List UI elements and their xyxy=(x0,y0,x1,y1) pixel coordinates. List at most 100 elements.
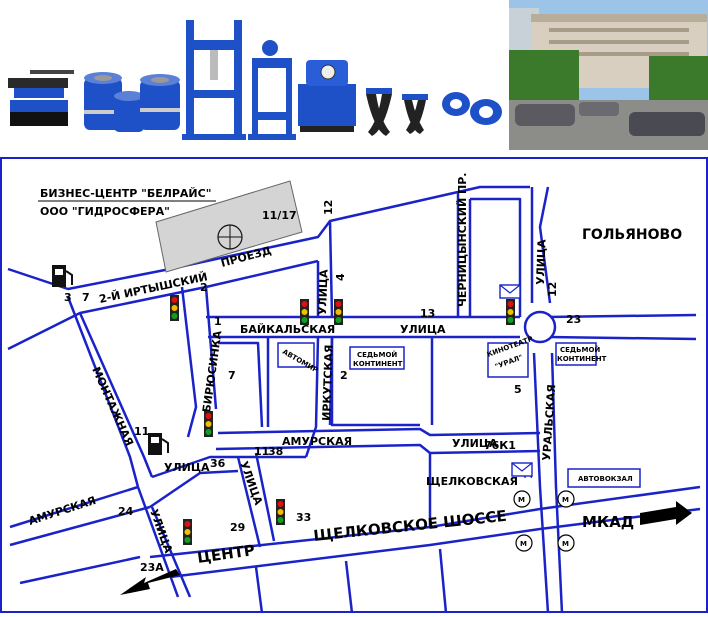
house-7-mid: 7 xyxy=(228,369,236,382)
svg-text:АВТОВОКЗАЛ: АВТОВОКЗАЛ xyxy=(578,475,633,483)
traffic-light-icon xyxy=(276,499,285,525)
road-amur-sw-s xyxy=(9,505,151,547)
house-12-top: 12 xyxy=(322,200,335,215)
road-biryusinka-e xyxy=(204,286,218,410)
hand-pump-icon xyxy=(8,70,74,126)
road-ulitsa-left-w xyxy=(136,486,180,598)
sedmoy-kontinent-box-1: СЕДЬМОЙ КОНТИНЕНТ xyxy=(349,346,405,370)
road-montazh-e xyxy=(78,312,154,478)
street-ulitsa-baikal: УЛИЦА xyxy=(400,323,446,336)
center-arrow-icon xyxy=(120,569,180,595)
road-ulitsa-vert-w xyxy=(236,456,262,548)
street-ulitsa-irkutsk: УЛИЦА xyxy=(316,269,331,315)
metro-icon: М xyxy=(515,534,533,552)
hydraulic-press-icon xyxy=(182,20,246,140)
road-uralskaya-w-lower xyxy=(532,352,550,614)
house-11-b: 11 xyxy=(254,445,269,458)
road-biryusinka-w xyxy=(180,286,198,438)
hydraulic-cylinder-icon xyxy=(84,72,180,132)
house-13: 13 xyxy=(420,307,435,320)
kinoteatr-ural-box: КИНОТЕАТР "УРАЛ" xyxy=(486,335,534,378)
svg-text:СЕДЬМОЙ: СЕДЬМОЙ xyxy=(357,350,397,359)
office-title: БИЗНЕС-ЦЕНТР "БЕЛРАЙС" xyxy=(40,187,211,200)
location-map: БИЗНЕС-ЦЕНТР "БЕЛРАЙС" ООО "ГИДРОСФЕРА" … xyxy=(0,157,708,614)
traffic-light-icon xyxy=(300,299,309,325)
house-2-left: 2 xyxy=(200,281,208,294)
house-3: 3 xyxy=(64,291,72,304)
map-frame xyxy=(0,157,708,613)
road-baikalskaya-east xyxy=(547,313,697,319)
road-baikalskaya-east2 xyxy=(547,335,697,341)
roundabout xyxy=(523,310,557,344)
avtomir-box: АВТОМИР xyxy=(277,342,319,374)
road-chernitsyn-box xyxy=(470,197,522,317)
svg-text:М: М xyxy=(562,496,569,504)
avtovokzal-box: АВТОВОКЗАЛ xyxy=(567,468,641,488)
house-4: 4 xyxy=(334,273,347,281)
house-29: 29 xyxy=(230,521,245,534)
direction-mkad: МКАД xyxy=(582,513,634,531)
mkad-arrow-icon xyxy=(640,501,692,525)
metro-icon: М xyxy=(557,534,575,552)
house-1-left: 1 xyxy=(214,315,222,328)
traffic-light-icon xyxy=(334,299,343,325)
house-23: 23 xyxy=(566,313,581,326)
road-uralskaya-e xyxy=(538,186,552,304)
traffic-light-icon xyxy=(170,295,179,321)
house-36: 36 xyxy=(210,457,226,470)
street-shchelkovskaya: ЩЕЛКОВСКАЯ xyxy=(426,475,518,488)
district-name: ГОЛЬЯНОВО xyxy=(582,227,682,243)
pump-station-icon xyxy=(298,60,356,132)
svg-text:М: М xyxy=(518,496,525,504)
mail-icon xyxy=(511,462,533,477)
road-ulitsa-mid xyxy=(151,455,306,479)
svg-text:М: М xyxy=(562,540,569,548)
street-irkutskaya: ИРКУТСКАЯ xyxy=(320,344,336,421)
street-baikalskaya: БАЙКАЛЬСКАЯ xyxy=(240,323,335,336)
house-11: 11 xyxy=(134,425,149,438)
road-block-left xyxy=(218,341,264,428)
street-ulitsa-amur: УЛИЦА xyxy=(452,437,498,450)
street-map: БИЗНЕС-ЦЕНТР "БЕЛРАЙС" ООО "ГИДРОСФЕРА" … xyxy=(0,157,708,614)
metro-icon: М xyxy=(513,490,531,508)
metro-icon: М xyxy=(557,490,575,508)
road-amurskaya-inner xyxy=(330,337,420,427)
house-33: 33 xyxy=(296,511,311,524)
office-building xyxy=(155,180,303,273)
house-12-right: 12 xyxy=(546,282,559,297)
house-24: 24 xyxy=(118,505,134,518)
office-house-number: 11/17 xyxy=(262,209,297,222)
road-irtyshsky-lower xyxy=(7,259,319,351)
street-ulitsa-right: УЛИЦА xyxy=(534,239,549,285)
road-amurskaya-south xyxy=(215,443,541,455)
house-2-mid: 2 xyxy=(340,369,348,382)
gas-station-icon xyxy=(52,265,73,287)
building-photo xyxy=(509,0,708,150)
road-ulitsa-mid2 xyxy=(149,469,239,509)
puller-icon xyxy=(366,88,428,136)
road-shosse-n xyxy=(149,485,701,559)
office-company: ООО "ГИДРОСФЕРА" xyxy=(40,205,170,218)
house-23a: 23А xyxy=(140,561,164,574)
road-amur-sw-n xyxy=(9,485,139,529)
house-38: 38 xyxy=(268,445,283,458)
street-ulitsa-montazh: УЛИЦА xyxy=(164,461,210,474)
ring-jack-icon xyxy=(442,92,502,125)
house-76k1: 76К1 xyxy=(484,439,516,452)
house-7-left: 7 xyxy=(82,291,90,304)
street-amurskaya-mid: АМУРСКАЯ xyxy=(282,435,352,448)
road-irtyshsky xyxy=(7,185,530,291)
road-lower-1 xyxy=(254,566,264,614)
gas-station-icon xyxy=(148,433,169,455)
road-uralskaya-e-lower xyxy=(550,352,564,614)
traffic-light-icon xyxy=(183,519,192,545)
road-amurskaya-north xyxy=(217,427,541,437)
road-lower-2 xyxy=(344,560,354,614)
mail-icon xyxy=(499,284,521,299)
road-ulitsa-vert-e xyxy=(254,452,276,542)
street-chernitsynsky: ЧЕРНИЦЫНСКИЙ ПР. xyxy=(456,173,469,307)
traffic-light-icon xyxy=(204,411,213,437)
equipment-illustration xyxy=(8,20,502,140)
svg-text:КОНТИНЕНТ: КОНТИНЕНТ xyxy=(353,360,403,368)
svg-text:КОНТИНЕНТ: КОНТИНЕНТ xyxy=(557,355,607,363)
